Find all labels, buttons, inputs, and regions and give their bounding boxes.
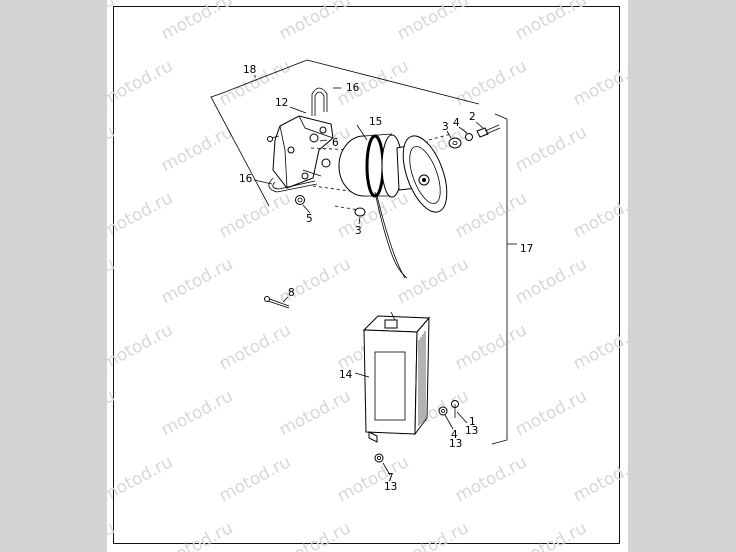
callout-14: 14	[339, 369, 353, 381]
callout-5: 5	[306, 213, 313, 225]
watermark-text: motod.ru	[276, 518, 354, 552]
callout-18: 18	[243, 64, 256, 76]
watermark-text: motod.ru	[158, 386, 236, 440]
diagram-border	[113, 6, 620, 544]
watermark-text: motod.ru	[158, 254, 236, 308]
watermark-text: motod.ru	[107, 122, 118, 176]
diagram-sheet: motod.ru motod.ru motod.ru motod.ru motod.ru…	[107, 0, 628, 552]
callout-13-bottom: 13	[384, 481, 397, 493]
callout-labels: 18 16 12 15 3 4 2 6 16 5 3 17 8 14 1 13 …	[239, 64, 533, 493]
watermark-text: motod.ru	[107, 254, 118, 308]
watermark-text: motod.ru	[452, 56, 530, 110]
watermark-text: motod.ru	[512, 122, 590, 176]
watermark-text: motod.ru	[394, 0, 472, 44]
washer-3-lower	[354, 207, 366, 217]
watermark-text: motod.ru	[570, 56, 628, 110]
leader-lines	[253, 87, 484, 476]
watermark-text: motod.ru	[107, 0, 118, 44]
callout-17: 17	[520, 243, 533, 255]
exploded-parts-diagram: motod.ru motod.ru motod.ru motod.ru motod.ru…	[107, 0, 628, 552]
watermark-text: motod.ru	[107, 320, 176, 374]
callout-4-top: 4	[453, 117, 460, 129]
callout-13-middle: 13	[449, 438, 462, 450]
fastener-set-top	[448, 124, 501, 149]
group-bracket-17	[491, 113, 517, 445]
horn-bracket	[272, 115, 334, 189]
callout-13-right: 13	[465, 425, 478, 437]
watermark-text: motod.ru	[394, 254, 472, 308]
watermark-text: motod.ru	[276, 254, 354, 308]
watermark-text: motod.ru	[158, 518, 236, 552]
watermark-text: motod.ru	[570, 320, 628, 374]
watermark-text: motod.ru	[276, 0, 354, 44]
callout-2: 2	[469, 111, 476, 123]
nut-6	[321, 158, 331, 168]
group-bracket-18	[210, 59, 480, 207]
watermark-text: motod.ru	[216, 188, 294, 242]
callout-7: 7	[387, 472, 394, 484]
watermark-text: motod.ru	[158, 0, 236, 44]
pin-8	[264, 296, 290, 309]
callout-16-bottom: 16	[239, 173, 253, 185]
callout-3-bottom: 3	[355, 225, 362, 237]
watermark-text: motod.ru	[512, 254, 590, 308]
nut-5-hole	[297, 197, 303, 203]
watermark-text: motod.ru	[216, 320, 294, 374]
watermark-layer: motod.ru motod.ru motod.ru motod.ru motod.ru…	[107, 0, 628, 552]
watermark-text: motod.ru	[512, 386, 590, 440]
watermark-text: motod.ru	[158, 122, 236, 176]
watermark-text: motod.ru	[512, 518, 590, 552]
nut-5	[295, 195, 305, 205]
callout-8: 8	[288, 287, 295, 299]
u-bolt-top	[311, 87, 328, 116]
electronic-unit	[362, 311, 431, 443]
u-bolt-bottom	[268, 169, 322, 193]
watermark-text: motod.ru	[107, 518, 118, 552]
horn	[338, 133, 448, 279]
watermark-text: motod.ru	[216, 452, 294, 506]
fastener-set-box	[438, 400, 459, 418]
watermark-text: motod.ru	[107, 56, 176, 110]
watermark-text: motod.ru	[334, 452, 412, 506]
watermark-text: motod.ru	[107, 188, 176, 242]
callout-4-bottom: 4	[451, 429, 458, 441]
bracket-bolt	[267, 135, 280, 142]
watermark-text: motod.ru	[452, 452, 530, 506]
callout-6: 6	[332, 137, 339, 149]
watermark-text: motod.ru	[452, 320, 530, 374]
watermark-text: motod.ru	[394, 518, 472, 552]
watermark-text: motod.ru	[570, 452, 628, 506]
watermark-text: motod.ru	[107, 386, 118, 440]
callout-3-top: 3	[442, 121, 449, 133]
watermark-text: motod.ru	[276, 386, 354, 440]
callout-15: 15	[369, 116, 382, 128]
nut-7	[374, 453, 384, 463]
watermark-text: motod.ru	[570, 188, 628, 242]
callout-1: 1	[469, 416, 476, 428]
callout-12: 12	[275, 97, 288, 109]
watermark-text: motod.ru	[107, 452, 176, 506]
callout-16-top: 16	[346, 82, 360, 94]
watermark-text: motod.ru	[512, 0, 590, 44]
watermark-text: motod.ru	[452, 188, 530, 242]
